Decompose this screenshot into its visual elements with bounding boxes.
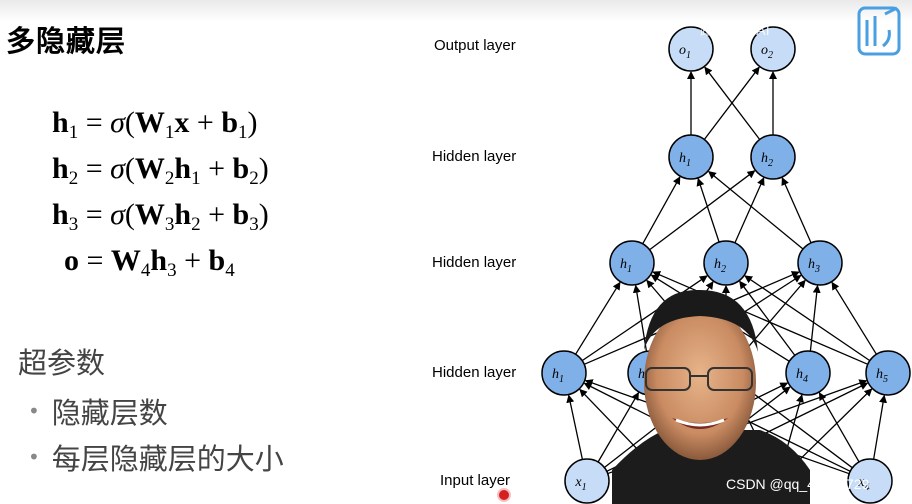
network-edge-arrow: [566, 394, 584, 460]
network-edge-arrow: [793, 388, 873, 467]
network-node-circle: [541, 350, 587, 396]
bullet-text: 隐藏层数: [51, 396, 168, 430]
network-node: o2: [750, 26, 796, 72]
bullet-dot-icon: •: [28, 445, 40, 469]
network-edge-arrow: [707, 170, 804, 250]
network-edge-arrow: [597, 392, 639, 463]
network-node-circle: [609, 240, 655, 286]
network-node-circle: [703, 240, 749, 286]
network-node: h1: [541, 350, 587, 396]
network-edge-arrow: [744, 275, 871, 362]
cursor-indicator-icon: [497, 488, 511, 502]
network-node-circle: [750, 26, 796, 72]
label-hidden-layer-2: Hidden layer: [432, 254, 517, 271]
network-node: h1: [668, 134, 714, 180]
network-node-circle: [785, 350, 831, 396]
network-edge-arrow: [818, 392, 860, 463]
bullet-text: 每层隐藏层的大小: [51, 442, 284, 476]
bullet-item: • 每层隐藏层的大小: [28, 436, 284, 478]
network-edge-arrow: [575, 281, 621, 355]
bullet-dot-icon: •: [28, 399, 40, 423]
label-hidden-layer-3: Hidden layer: [432, 148, 517, 165]
equation-2: h2 = σ(W2h1 + b2): [52, 152, 269, 189]
network-edge-arrow: [652, 271, 869, 365]
label-hidden-layer-1: Hidden layer: [432, 364, 517, 381]
network-node: h4: [785, 350, 831, 396]
watermark-text: 跟李沐学AI: [700, 23, 770, 39]
section-title-hyperparams: 超参数: [18, 346, 106, 380]
network-edge-arrow: [743, 386, 853, 469]
network-node: x4: [847, 458, 893, 504]
network-node: h5: [865, 350, 911, 396]
equation-4: o = W4h3 + b4: [64, 244, 235, 281]
network-node-circle: [847, 458, 893, 504]
network-edge-arrow: [632, 284, 648, 352]
network-node-circle: [750, 134, 796, 180]
network-node-circle: [668, 26, 714, 72]
network-edge-arrow: [649, 170, 756, 251]
top-bar: [0, 0, 912, 22]
network-edge-arrow: [581, 275, 708, 362]
network-edge-arrow: [696, 177, 720, 243]
equation-1: h1 = σ(W1x + b1): [52, 106, 258, 143]
slide-title: 多隐藏层: [6, 24, 127, 58]
network-node-circle: [865, 350, 911, 396]
csdn-watermark: CSDN @qq_46381729: [726, 476, 870, 492]
bullet-item: • 隐藏层数: [28, 390, 168, 432]
bilibili-logo-icon: [857, 6, 901, 56]
presenter-video-overlay: [612, 289, 810, 504]
network-edge-arrow: [739, 279, 806, 357]
network-node: o1: [668, 26, 714, 72]
network-node: x1: [564, 458, 610, 504]
label-input-layer: Input layer: [440, 472, 511, 489]
network-edge-arrow: [704, 66, 761, 140]
network-node: h2: [750, 134, 796, 180]
network-edge-arrow: [872, 394, 888, 460]
network-edge-arrow: [831, 281, 877, 355]
network-edge-arrow: [642, 176, 681, 245]
equation-3: h3 = σ(W3h2 + b3): [52, 198, 269, 235]
network-edge-arrow: [734, 177, 765, 244]
label-output-layer: Output layer: [434, 37, 516, 54]
network-edge-arrow: [739, 280, 796, 356]
network-node-circle: [668, 134, 714, 180]
network-node-circle: [797, 240, 843, 286]
network-node: h2: [703, 240, 749, 286]
network-node: h1: [609, 240, 655, 286]
network-edge-arrow: [781, 177, 812, 244]
network-node: h3: [797, 240, 843, 286]
network-node-circle: [564, 458, 610, 504]
